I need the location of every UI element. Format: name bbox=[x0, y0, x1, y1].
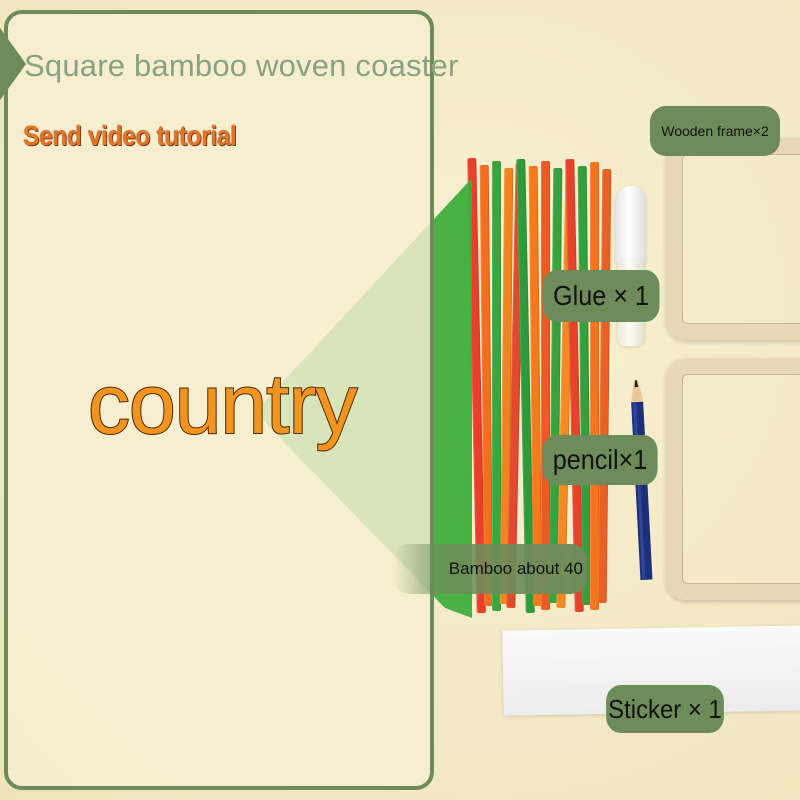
bamboo-strips-bundle bbox=[467, 157, 612, 614]
video-tutorial-label: Send video tutorial bbox=[23, 120, 237, 151]
sticker-tag: Sticker × 1 bbox=[606, 685, 724, 733]
wooden-frame-2 bbox=[666, 358, 800, 600]
info-panel bbox=[4, 10, 434, 790]
bamboo-strip bbox=[597, 168, 612, 604]
bamboo-strip bbox=[541, 161, 550, 610]
bamboo-tag: Bamboo about 40 bbox=[393, 544, 587, 594]
glue-tag: Glue × 1 bbox=[542, 270, 660, 322]
bamboo-strip bbox=[492, 161, 501, 611]
bamboo-strip bbox=[590, 162, 599, 610]
country-overlay-text: country bbox=[87, 357, 358, 451]
glue-cap bbox=[616, 186, 646, 264]
glue-bottle bbox=[616, 186, 646, 346]
pencil-tag: pencil×1 bbox=[542, 435, 658, 485]
product-title: Square bamboo woven coaster bbox=[24, 48, 459, 83]
wooden-frame-tag: Wooden frame×2 bbox=[650, 106, 780, 156]
panel-corner-notch bbox=[0, 28, 26, 100]
wooden-frame-1 bbox=[666, 138, 800, 340]
